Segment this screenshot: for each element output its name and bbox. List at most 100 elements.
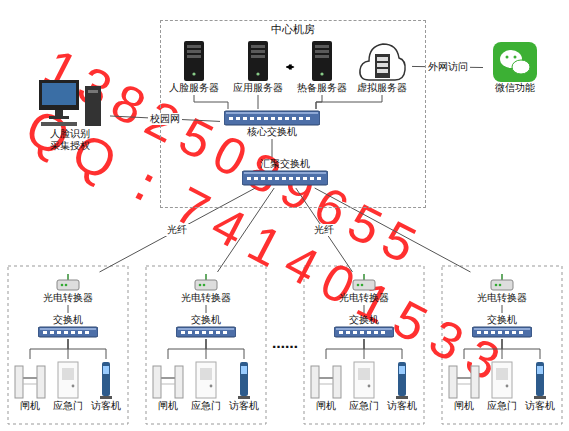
conv-icon <box>53 274 83 292</box>
kiosk-icon <box>394 360 410 400</box>
device-node: 应急门 <box>50 360 86 412</box>
server-icon <box>309 40 335 82</box>
connector <box>316 95 382 109</box>
sw-icon <box>224 110 320 126</box>
icon-holder <box>242 170 328 186</box>
device-label: 应急门 <box>484 400 520 412</box>
conv-icon <box>487 274 517 292</box>
device-node: 交换机 <box>174 314 238 338</box>
icon-holder <box>472 326 532 338</box>
device-node: 应急门 <box>188 360 224 412</box>
icon-holder <box>532 360 548 400</box>
device-label: 热备服务器 <box>296 82 348 94</box>
device-node: 微信功能 <box>485 42 545 94</box>
device-node: 闸机 <box>308 360 344 412</box>
icon-holder <box>357 38 407 82</box>
connector <box>68 339 106 359</box>
connector <box>464 339 502 359</box>
kiosk-icon <box>532 360 548 400</box>
device-node: 访客机 <box>226 360 262 412</box>
device-label: 闸机 <box>446 400 482 412</box>
device-node: 光电转换器 <box>35 274 101 304</box>
edge-label: 外网访问 <box>426 61 470 73</box>
device-node: 光电转换器 <box>331 274 397 304</box>
icon-holder <box>334 326 394 338</box>
icon-holder <box>194 360 218 400</box>
connector <box>502 305 503 313</box>
server-icon <box>181 40 207 82</box>
icon-holder <box>13 360 47 400</box>
device-label: 访客机 <box>384 400 420 412</box>
connector <box>100 188 256 272</box>
device-label: 光电转换器 <box>331 292 397 304</box>
room-title: 中心机房 <box>161 24 425 36</box>
room-frame: 中心机房人脸服务器应用服务器热备服务器虚拟服务器核心交换机汇聚交换机 <box>160 20 426 208</box>
gate-icon <box>13 360 47 400</box>
device-label: 交换机 <box>470 314 534 326</box>
connector <box>217 188 274 272</box>
connector <box>272 139 273 157</box>
device-node: 光电转换器 <box>469 274 535 304</box>
icon-holder <box>181 40 207 82</box>
device-node: 闸机 <box>446 360 482 412</box>
device-label: 应急门 <box>346 400 382 412</box>
watermark-text: QQ：741401533 <box>18 100 519 394</box>
device-node: 应急门 <box>346 360 382 412</box>
icon-holder <box>151 360 185 400</box>
device-label: 光电转换器 <box>35 292 101 304</box>
device-node: 人脸服务器 <box>168 40 220 94</box>
door-icon <box>194 360 218 400</box>
icon-holder <box>191 274 221 292</box>
edge-label: 光纤 <box>165 224 189 236</box>
icon-holder <box>352 360 376 400</box>
icon-holder <box>309 360 343 400</box>
edge-label: 光纤 <box>312 224 336 236</box>
icon-holder <box>309 40 335 82</box>
device-node: 热备服务器 <box>296 40 348 94</box>
icon-holder <box>487 274 517 292</box>
device-label: 虚拟服务器 <box>354 82 410 94</box>
icon-holder <box>236 360 252 400</box>
connector <box>315 188 471 272</box>
device-node: 交换机 <box>470 314 534 338</box>
icon-holder <box>349 274 379 292</box>
device-node: 闸机 <box>12 360 48 412</box>
icon-holder <box>56 360 80 400</box>
connector <box>326 339 364 359</box>
kiosk-icon <box>98 360 114 400</box>
conv-icon <box>349 274 379 292</box>
group-frame <box>146 266 266 424</box>
icon-holder <box>245 40 271 82</box>
connector <box>30 339 68 359</box>
device-label: 应用服务器 <box>232 82 284 94</box>
door-icon <box>490 360 514 400</box>
connector <box>206 339 244 359</box>
device-label: 应急门 <box>188 400 224 412</box>
device-label: 微信功能 <box>485 82 545 94</box>
device-node: 闸机 <box>150 360 186 412</box>
wx-icon <box>493 42 537 82</box>
sw-icon <box>334 326 394 338</box>
device-label: 闸机 <box>12 400 48 412</box>
icon-holder <box>38 326 98 338</box>
kiosk-icon <box>236 360 252 400</box>
device-label: 交换机 <box>332 314 396 326</box>
device-label: 访客机 <box>88 400 124 412</box>
device-label: 核心交换机 <box>222 126 322 138</box>
device-label: 光电转换器 <box>469 292 535 304</box>
sw-icon <box>242 170 328 186</box>
icon-holder <box>98 360 114 400</box>
device-node: 交换机 <box>36 314 100 338</box>
gate-icon <box>309 360 343 400</box>
sw-icon <box>176 326 236 338</box>
icon-holder <box>490 360 514 400</box>
device-node: 核心交换机 <box>222 110 322 138</box>
device-node: 访客机 <box>384 360 420 412</box>
connector <box>68 305 69 313</box>
ellipsis-mark: …… <box>272 336 298 351</box>
device-node: 访客机 <box>88 360 124 412</box>
